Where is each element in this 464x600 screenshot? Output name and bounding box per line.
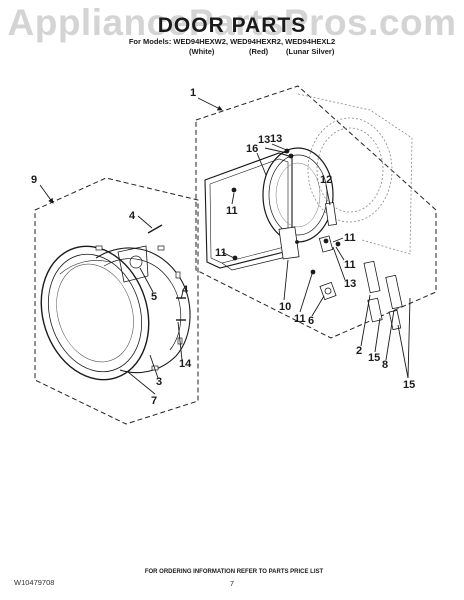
callout-11-bottom: 11 <box>294 313 306 325</box>
latch-parts <box>363 260 403 331</box>
callout-9: 9 <box>31 174 37 186</box>
color-red: (Red) <box>249 47 269 56</box>
callout-12: 12 <box>320 174 332 186</box>
color-white: (White) <box>189 47 215 56</box>
leader-lines <box>39 97 411 395</box>
callout-13-right: 13 <box>344 278 356 290</box>
page-number: 7 <box>229 579 235 588</box>
callout-4-side: 4 <box>182 284 189 296</box>
callout-5: 5 <box>151 291 157 303</box>
part-number: W10479708 <box>14 578 55 587</box>
callout-11-frame: 11 <box>226 205 238 217</box>
callout-13-top: 13 <box>258 134 270 146</box>
callout-2: 2 <box>356 345 362 357</box>
hinge-assembly <box>278 202 337 301</box>
callout-15-left: 15 <box>368 352 380 364</box>
callout-11-right-top: 11 <box>344 232 356 244</box>
callout-10: 10 <box>279 301 291 313</box>
callout-14: 14 <box>179 358 192 370</box>
callout-8: 8 <box>382 359 388 371</box>
outer-door-ring <box>40 245 150 381</box>
callout-1: 1 <box>190 87 196 99</box>
callout-16: 16 <box>246 143 258 155</box>
callout-3: 3 <box>156 376 162 388</box>
callout-numbers: 1 13 16 13 12 11 9 4 5 4 14 7 3 11 13 11… <box>31 87 415 407</box>
color-lunar-silver: (Lunar Silver) <box>286 47 335 56</box>
callout-7: 7 <box>151 395 157 407</box>
ordering-info: FOR ORDERING INFORMATION REFER TO PARTS … <box>144 569 324 575</box>
cabinet-outline <box>297 93 413 255</box>
screws <box>147 148 341 321</box>
watermark: AppliancePartsPros.com <box>7 2 457 43</box>
page-title: DOOR PARTS <box>157 14 307 37</box>
callout-4-top: 4 <box>129 210 136 222</box>
inner-door-assembly-box <box>195 85 437 339</box>
outer-door-assembly-box <box>34 177 199 425</box>
callout-6: 6 <box>308 315 314 327</box>
callout-15-right: 15 <box>403 379 415 391</box>
callout-11-right: 11 <box>344 259 356 271</box>
callout-13-mid: 13 <box>270 133 282 145</box>
models-line: For Models: WED94HEXW2, WED94HEXR2, WED9… <box>128 37 336 46</box>
callout-11-left: 11 <box>215 247 227 259</box>
door-window <box>262 147 334 243</box>
